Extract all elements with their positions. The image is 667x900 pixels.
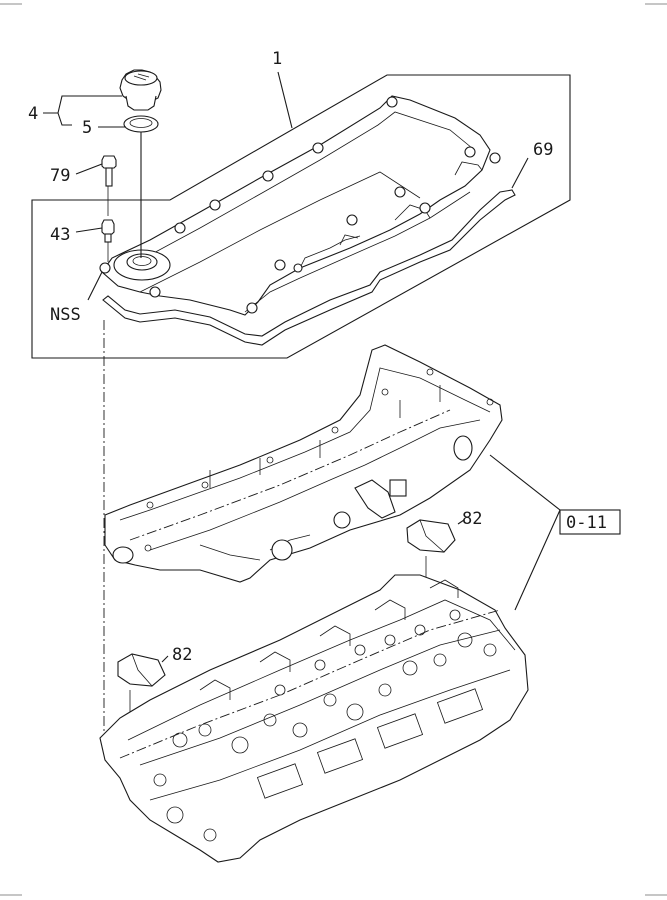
callout-nss: NSS (50, 305, 81, 325)
bolt-79 (101, 155, 117, 187)
cover-assembly-frame (31, 74, 571, 359)
callout-cover: 1 (272, 49, 282, 69)
oil-filler-cap (119, 69, 162, 111)
rocker-cover-gasket (102, 189, 516, 346)
cylinder-head (99, 574, 529, 863)
callout-gasket: 69 (533, 140, 553, 160)
plug-82-lower (117, 653, 166, 687)
plug-82-upper (406, 519, 456, 553)
callout-stud: 43 (50, 225, 70, 245)
callout-ref-box: 0-11 (566, 513, 607, 533)
callout-cap: 4 (28, 104, 38, 124)
reference-box (559, 509, 621, 535)
stud-43 (101, 219, 115, 243)
cap-seal-ring (123, 115, 159, 133)
callout-bolt: 79 (50, 166, 70, 186)
callout-cap-seal: 5 (82, 118, 92, 138)
callout-plug-lower: 82 (172, 645, 192, 665)
crop-marks (0, 3, 667, 896)
leader-lines (43, 71, 561, 663)
rocker-cover (99, 95, 501, 316)
callout-plug-upper: 82 (462, 509, 482, 529)
cam-carrier-housing (104, 344, 503, 583)
